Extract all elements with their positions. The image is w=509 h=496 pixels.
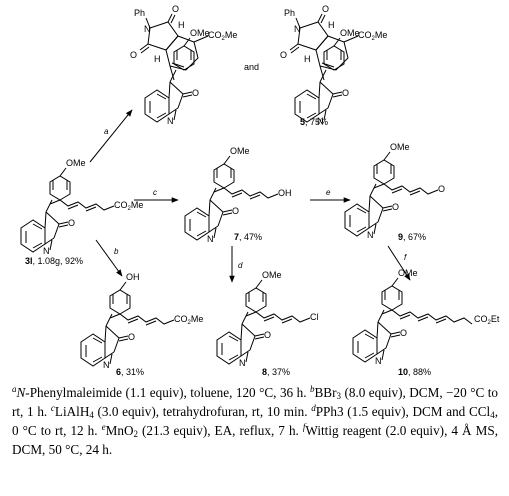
o-label: O	[128, 332, 135, 342]
h-label: H	[304, 54, 311, 64]
condition-c: c	[153, 188, 157, 197]
condition-a: a	[104, 127, 109, 136]
ome-label: OMe	[190, 28, 210, 38]
compound-3l: N O OMe CO2Me	[20, 158, 143, 256]
arrow-a	[89, 109, 133, 163]
ome-label: OMe	[390, 142, 410, 152]
o-label: O	[172, 4, 179, 14]
cl-label: Cl	[310, 312, 319, 322]
label-7: 7, 47%	[234, 232, 262, 242]
oh-label: OH	[278, 188, 292, 198]
oxindole-5b: N O OMe	[294, 28, 360, 126]
o-label: O	[280, 50, 287, 60]
n-label: N	[375, 356, 382, 366]
o-label: O	[192, 88, 199, 98]
compound-6: N O OH CO2Me	[80, 272, 203, 370]
condition-f: f	[404, 253, 407, 262]
n-label: N	[43, 246, 50, 256]
ome-label: OMe	[66, 158, 86, 168]
scheme-footnote: aN-Phenylmaleimide (1.1 equiv), toluene,…	[12, 384, 499, 458]
label-10: 10, 88%	[398, 367, 431, 377]
n-label: N	[294, 24, 301, 34]
arrow-f	[387, 245, 411, 281]
h-label: H	[178, 20, 185, 30]
n-label: N	[144, 24, 151, 34]
reaction-scheme: Ph N O O H H CO2Me N O OMe and Ph N O O …	[20, 4, 500, 377]
o-label: O	[322, 4, 329, 14]
o-label: O	[232, 206, 239, 216]
adduct-5a: Ph N O O H H CO2Me	[130, 4, 237, 81]
o-label: O	[264, 330, 271, 340]
o-label: O	[68, 218, 75, 228]
n-label: N	[103, 360, 110, 370]
compound-9: N O OMe O	[344, 142, 445, 240]
ester-label: CO2Et	[474, 314, 500, 326]
ester-label: CO2Me	[114, 200, 143, 212]
compound-10: N O OMe CO2Et	[352, 268, 500, 366]
compound-7: N O OMe OH	[184, 146, 292, 244]
ome-label: OMe	[398, 268, 418, 278]
n-label: N	[167, 116, 174, 126]
ester-label: CO2Me	[174, 314, 203, 326]
adduct-5b: Ph N O O H H CO2Me	[280, 4, 387, 81]
label-6: 6, 31%	[116, 367, 144, 377]
label-9: 9, 67%	[398, 232, 426, 242]
oxindole-5a: N O OMe	[144, 28, 210, 126]
label-8: 8, 37%	[262, 367, 290, 377]
condition-b: b	[114, 247, 119, 256]
o-label: O	[392, 202, 399, 212]
ester-label: CO2Me	[208, 30, 237, 42]
n-label: N	[239, 358, 246, 368]
o-label: O	[342, 88, 349, 98]
label-5: 5, 75%	[300, 117, 328, 127]
ph-label: Ph	[134, 8, 145, 18]
h-label: H	[328, 20, 335, 30]
ome-label: OMe	[230, 146, 250, 156]
oh-label: OH	[126, 272, 140, 282]
label-3l: 3l, 1.08g, 92%	[25, 256, 83, 266]
n-label: N	[367, 230, 374, 240]
ome-label: OMe	[340, 28, 360, 38]
ph-label: Ph	[284, 8, 295, 18]
aldehyde-o-label: O	[438, 184, 445, 194]
o-label: O	[130, 50, 137, 60]
h-label: H	[154, 54, 161, 64]
n-label: N	[207, 234, 214, 244]
condition-e: e	[326, 188, 331, 197]
ome-label: OMe	[262, 270, 282, 280]
n-label: N	[317, 116, 324, 126]
arrow-b	[95, 239, 123, 277]
o-label: O	[400, 328, 407, 338]
connector-and: and	[244, 62, 259, 72]
compound-8: N O OMe Cl	[216, 270, 319, 368]
condition-d: d	[238, 261, 243, 270]
ester-label: CO2Me	[358, 30, 387, 42]
